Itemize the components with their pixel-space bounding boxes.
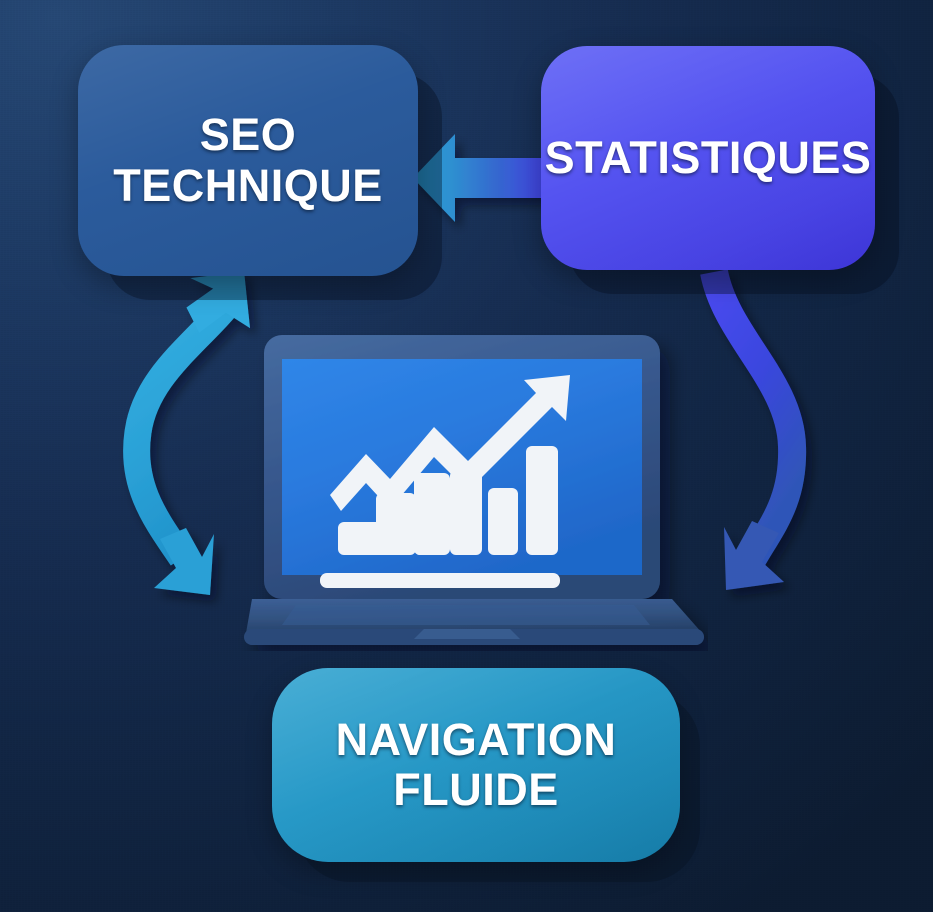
growth-chart-graphic — [320, 375, 570, 588]
node-seo-label-line-1: SEO — [199, 109, 297, 161]
node-navigation-label: NAVIGATION FLUIDE — [335, 713, 617, 816]
node-seo-technique[interactable]: SEO TECHNIQUE — [78, 45, 418, 276]
node-seo-label: SEO TECHNIQUE — [113, 109, 383, 211]
node-seo-label-line-2: TECHNIQUE — [113, 159, 383, 211]
node-statistiques-label: STATISTIQUES — [544, 131, 872, 183]
laptop-growth-chart-icon — [244, 335, 704, 645]
node-navigation-label-line-2: FLUIDE — [393, 764, 559, 815]
node-navigation-label-line-1: NAVIGATION — [335, 713, 617, 765]
node-statistiques[interactable]: STATISTIQUES — [541, 46, 875, 270]
node-navigation-fluide[interactable]: NAVIGATION FLUIDE — [272, 668, 680, 862]
